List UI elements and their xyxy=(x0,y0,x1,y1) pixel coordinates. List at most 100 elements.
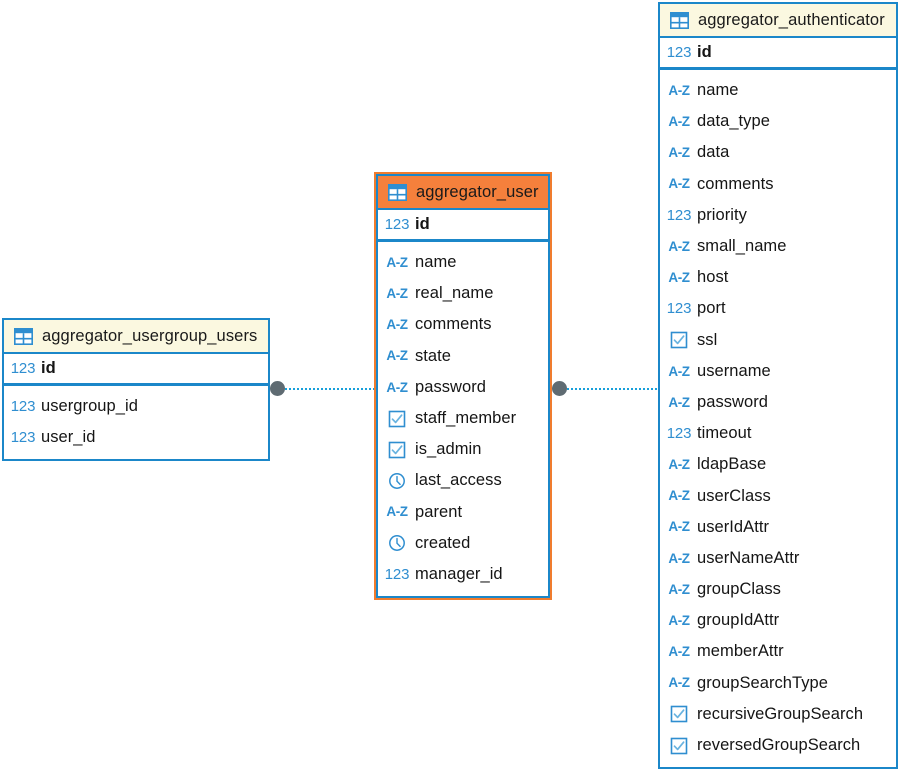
column-label: data_type xyxy=(697,112,770,131)
number-123-icon: 123 xyxy=(666,300,692,318)
relationship-endpoint-dot[interactable] xyxy=(552,381,567,396)
table-icon xyxy=(12,326,34,346)
text-az-icon: A-Z xyxy=(668,238,690,254)
entity-title: aggregator_usergroup_users xyxy=(42,326,258,345)
text-az-icon: A-Z xyxy=(668,114,690,130)
column-row[interactable]: recursiveGroupSearch xyxy=(660,698,896,730)
column-label: ldapBase xyxy=(697,455,767,474)
checkbox-icon xyxy=(386,440,408,460)
column-row[interactable]: A-Z userIdAttr xyxy=(660,511,896,543)
text-az-icon: A-Z xyxy=(668,176,690,192)
number-123-icon: 123 xyxy=(10,398,36,416)
column-row[interactable]: A-Z memberAttr xyxy=(660,636,896,668)
number-123-icon: 123 xyxy=(666,206,692,224)
number-123-icon: 123 xyxy=(384,216,410,233)
column-row[interactable]: reversedGroupSearch xyxy=(660,729,896,762)
column-row[interactable]: staff_member xyxy=(378,402,548,435)
checkbox-icon xyxy=(668,704,690,724)
text-az-icon: A-Z xyxy=(668,394,690,410)
text-az-icon: A-Z xyxy=(386,254,408,270)
text-az-icon: A-Z xyxy=(386,348,408,364)
entity-title: aggregator_authenticator xyxy=(698,10,885,29)
primary-key-row[interactable]: 123 id xyxy=(4,354,268,386)
entity-header[interactable]: aggregator_authenticator xyxy=(660,4,896,38)
column-label: userNameAttr xyxy=(697,548,800,567)
text-az-icon: A-Z xyxy=(668,519,690,535)
column-label: host xyxy=(697,268,729,287)
column-label: small_name xyxy=(697,237,787,256)
number-123-icon: 123 xyxy=(666,425,692,443)
column-label: priority xyxy=(697,205,747,224)
column-row[interactable]: A-Z name xyxy=(378,247,548,279)
column-label: comments xyxy=(697,174,774,193)
column-label: is_admin xyxy=(415,440,482,459)
text-az-icon: A-Z xyxy=(668,644,690,660)
column-row[interactable]: A-Z data_type xyxy=(660,106,896,138)
text-az-icon: A-Z xyxy=(668,145,690,161)
column-row[interactable]: created xyxy=(378,527,548,559)
column-row[interactable]: 123 port xyxy=(660,293,896,325)
relationship-line[interactable] xyxy=(278,388,378,390)
column-label: comments xyxy=(415,315,492,334)
primary-key-label: id xyxy=(697,43,712,61)
relationship-line[interactable] xyxy=(560,388,660,390)
column-label: last_access xyxy=(415,471,502,490)
column-row[interactable]: is_admin xyxy=(378,434,548,466)
column-row[interactable]: A-Z comments xyxy=(660,168,896,200)
column-label: recursiveGroupSearch xyxy=(697,704,864,723)
text-az-icon: A-Z xyxy=(386,379,408,395)
number-123-icon: 123 xyxy=(10,360,36,377)
column-row[interactable]: A-Z comments xyxy=(378,309,548,341)
column-row[interactable]: 123 priority xyxy=(660,199,896,231)
text-az-icon: A-Z xyxy=(668,363,690,379)
text-az-icon: A-Z xyxy=(386,504,408,520)
table-icon xyxy=(386,182,408,202)
primary-key-label: id xyxy=(41,359,56,377)
column-label: port xyxy=(697,299,726,318)
text-az-icon: A-Z xyxy=(386,317,408,333)
number-123-icon: 123 xyxy=(666,44,692,61)
text-az-icon: A-Z xyxy=(386,286,408,302)
column-row[interactable]: last_access xyxy=(378,465,548,497)
column-label: memberAttr xyxy=(697,642,784,661)
column-row[interactable]: A-Z small_name xyxy=(660,230,896,263)
text-az-icon: A-Z xyxy=(668,675,690,691)
entity-header[interactable]: aggregator_usergroup_users xyxy=(4,320,268,354)
primary-key-row[interactable]: 123 id xyxy=(660,38,896,70)
entity-header[interactable]: aggregator_user xyxy=(378,176,548,210)
clock-icon xyxy=(386,471,408,491)
column-label: name xyxy=(415,253,457,272)
table-icon xyxy=(668,10,690,30)
column-label: ssl xyxy=(697,330,718,349)
column-label: manager_id xyxy=(415,564,503,583)
relationship-endpoint-dot[interactable] xyxy=(270,381,285,396)
column-label: userIdAttr xyxy=(697,517,770,536)
column-row[interactable]: ssl xyxy=(660,324,896,356)
